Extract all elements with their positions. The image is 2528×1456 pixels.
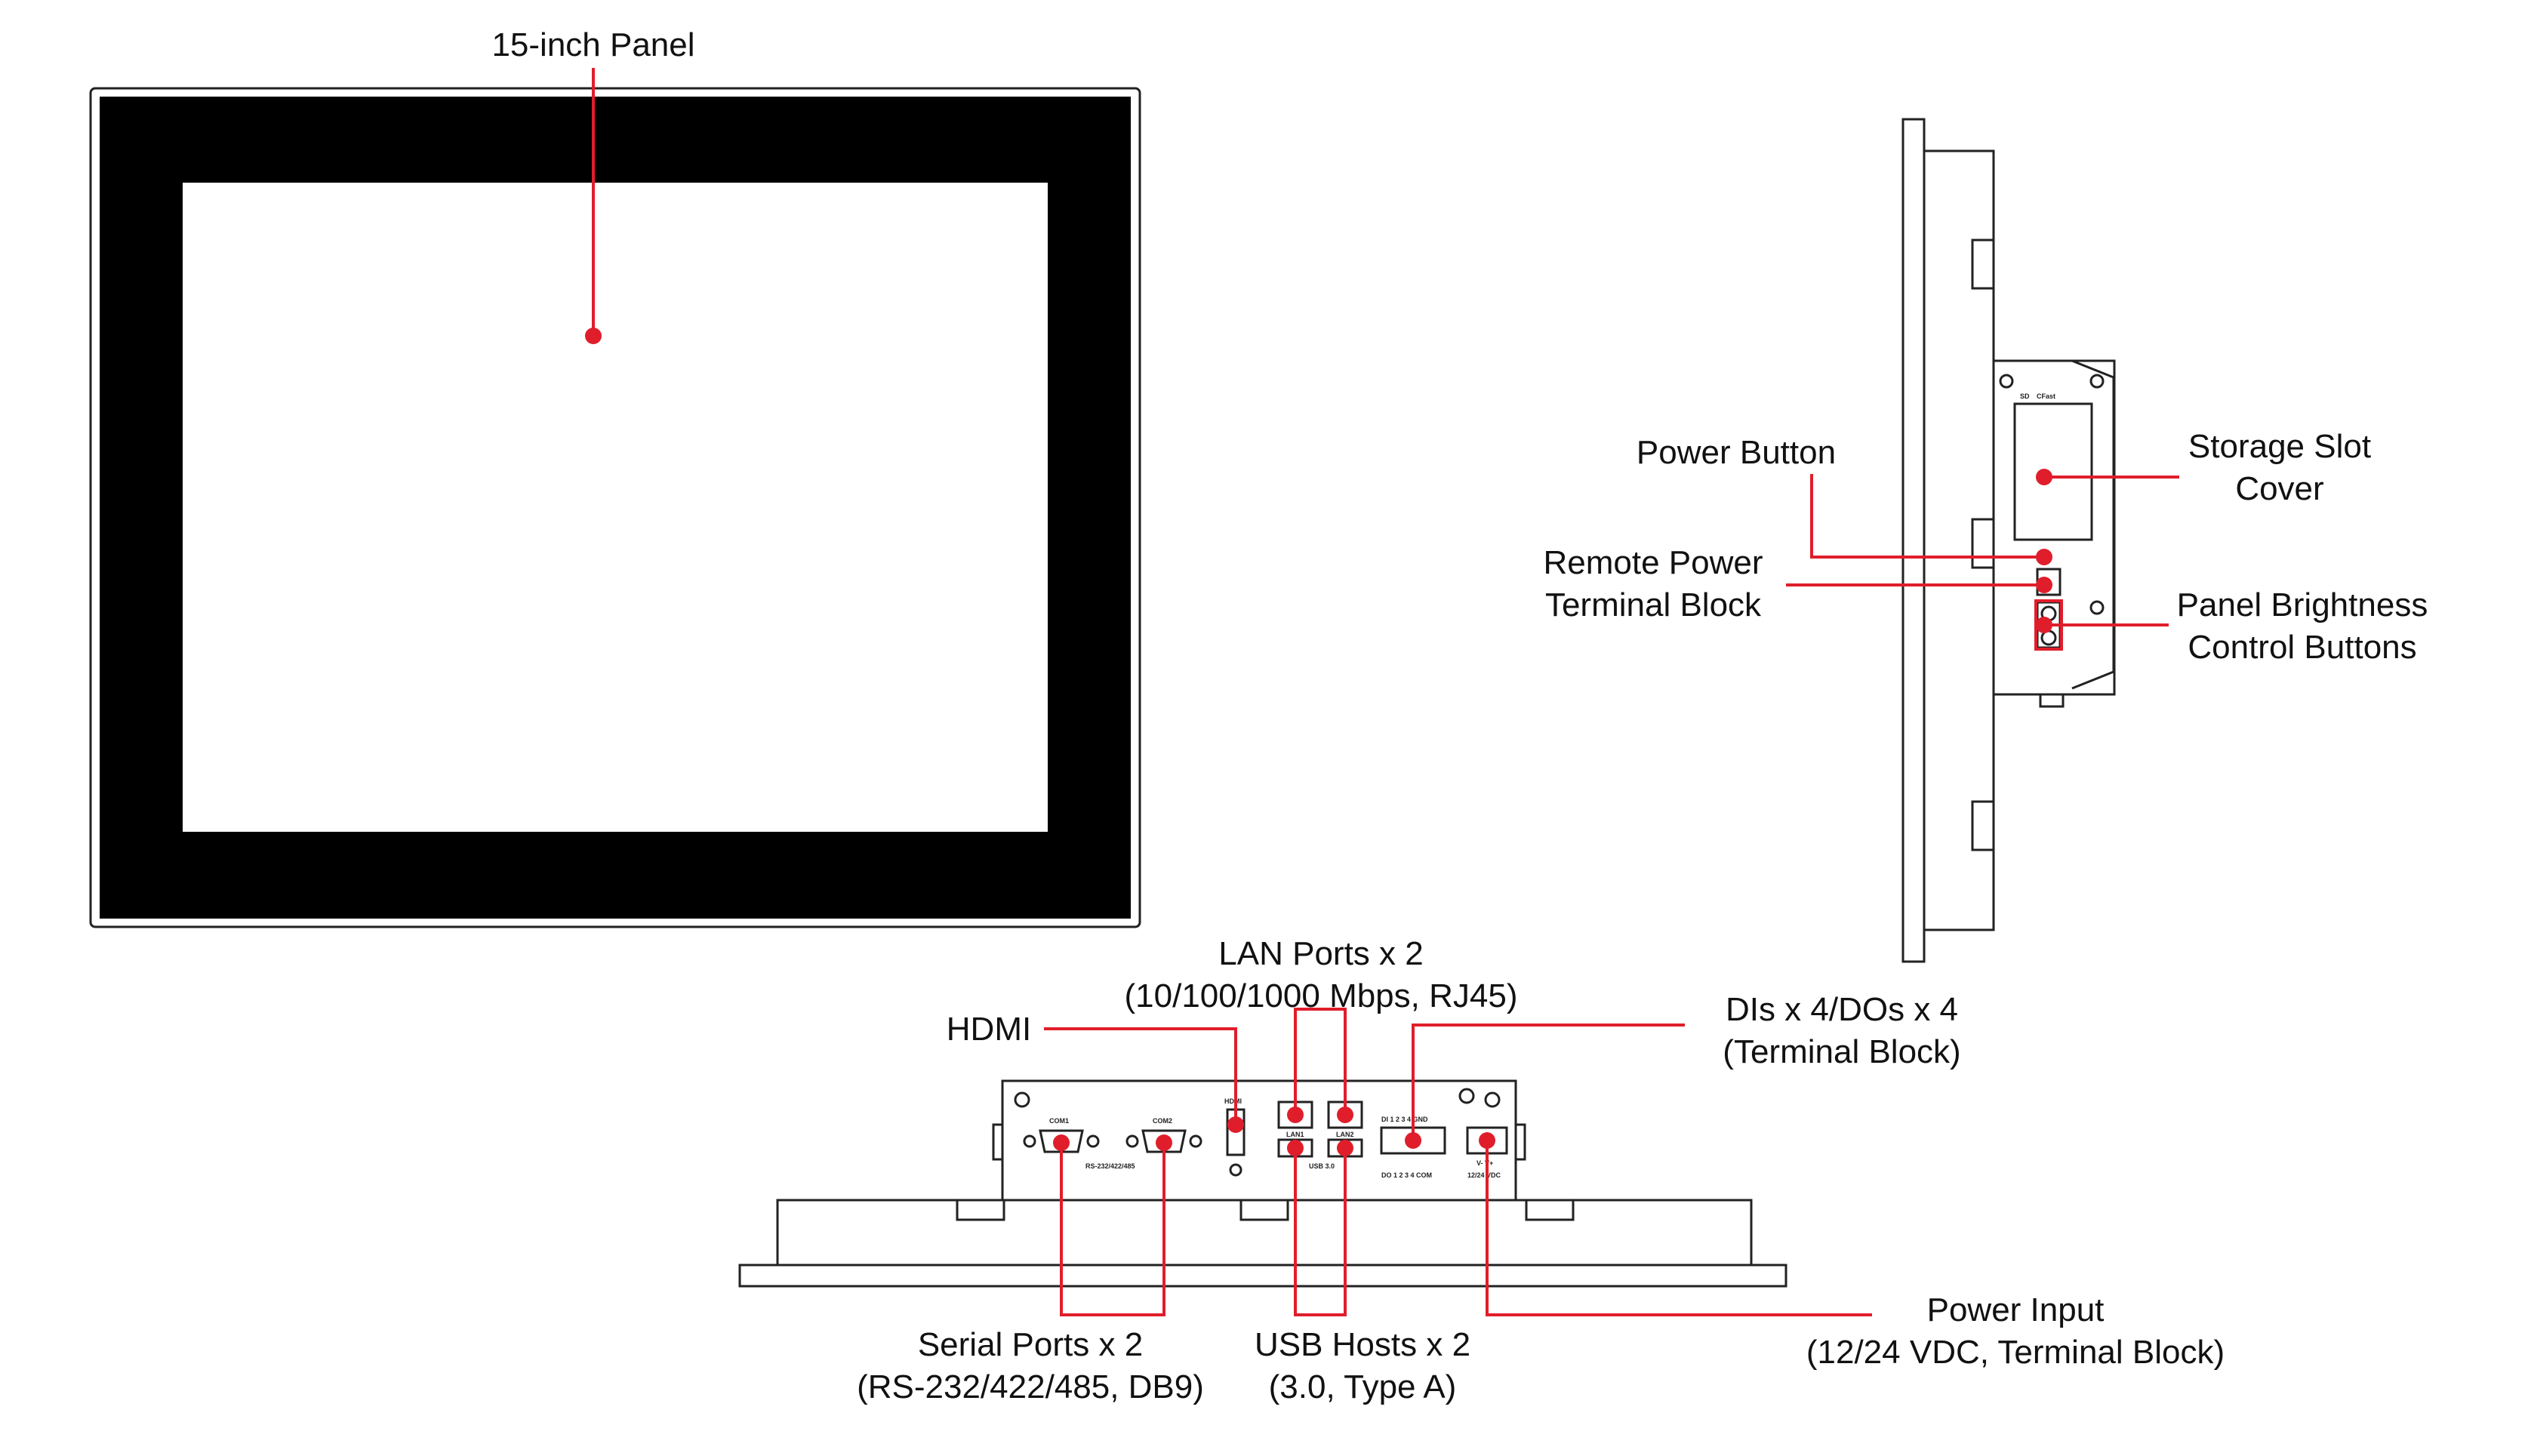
label-lan-line1: LAN Ports x 2 — [1218, 935, 1424, 972]
side-front-glass — [1901, 118, 1926, 963]
callout-lan-line — [1294, 1008, 1347, 1115]
lan2-label: LAN2 — [1336, 1131, 1354, 1138]
label-brightness-line1: Panel Brightness — [2176, 586, 2428, 623]
callout-power-input-dot — [1479, 1132, 1495, 1149]
bottom-bracket-2 — [1239, 1199, 1289, 1221]
label-storage-slot-line1: Storage Slot — [2188, 428, 2372, 465]
hdmi-screw — [1229, 1163, 1242, 1177]
callout-lan2-dot — [1337, 1107, 1353, 1123]
side-fin-top — [2071, 359, 2115, 690]
bottom-screw-1 — [1014, 1091, 1030, 1108]
label-serial-line2: (RS-232/422/485, DB9) — [857, 1368, 1204, 1405]
side-screw-3 — [2089, 600, 2105, 615]
label-brightness-line2: Control Buttons — [2188, 629, 2417, 666]
label-dio-line2: (Terminal Block) — [1723, 1033, 1961, 1070]
side-storage-cover — [2013, 402, 2093, 541]
label-storage-slot: Storage Slot Cover — [2159, 426, 2400, 510]
pwr-vdc-label: 12/24 VDC — [1467, 1171, 1501, 1179]
callout-usb1-dot — [1287, 1140, 1304, 1156]
side-screw-2 — [2089, 374, 2105, 389]
side-bracket-2 — [1971, 518, 1995, 569]
label-dio: DIs x 4/DOs x 4 (Terminal Block) — [1691, 989, 1993, 1073]
callout-lan1-dot — [1287, 1107, 1304, 1123]
bottom-front-glass — [738, 1264, 1787, 1288]
label-dio-line1: DIs x 4/DOs x 4 — [1725, 991, 1959, 1028]
side-foot — [2039, 693, 2065, 708]
callout-dio-dot — [1405, 1132, 1421, 1149]
com1-label: COM1 — [1049, 1117, 1069, 1125]
pwr-v-label: V- V+ — [1476, 1159, 1493, 1167]
com2-label: COM2 — [1153, 1117, 1172, 1125]
callout-dio-line — [1412, 1024, 1685, 1140]
label-brightness: Panel Brightness Control Buttons — [2151, 584, 2453, 669]
label-remote-power-line1: Remote Power — [1543, 544, 1763, 581]
bottom-knob-left — [992, 1123, 1004, 1161]
label-power-input-line1: Power Input — [1926, 1291, 2105, 1328]
side-view: SD CFast — [1901, 118, 2116, 963]
callouts — [585, 68, 2179, 1316]
label-serial: Serial Ports x 2 (RS-232/422/485, DB9) — [830, 1324, 1230, 1408]
callout-power-button-line — [1810, 474, 2044, 559]
callout-com2-dot — [1156, 1134, 1172, 1151]
bottom-knob-right — [1514, 1123, 1526, 1161]
callout-storage-dot — [2036, 469, 2052, 485]
side-cfast-label: CFast — [2037, 392, 2055, 400]
callout-remote-power-dot — [2036, 577, 2052, 593]
side-bracket-3 — [1971, 800, 1995, 851]
callout-serial-line — [1060, 1143, 1165, 1316]
label-panel: 15-inch Panel — [491, 26, 695, 63]
callout-usb2-dot — [1337, 1140, 1353, 1156]
rs-label: RS-232/422/485 — [1085, 1162, 1135, 1170]
label-remote-power: Remote Power Terminal Block — [1502, 542, 1804, 626]
callout-panel-dot — [585, 328, 602, 344]
callout-usb-line — [1294, 1148, 1347, 1316]
side-sd-label: SD — [2020, 392, 2030, 400]
callout-power-button-dot — [2036, 549, 2052, 565]
side-screw-1 — [1999, 374, 2014, 389]
label-power-input-line2: (12/24 VDC, Terminal Block) — [1806, 1334, 2225, 1371]
lan1-label: LAN1 — [1286, 1131, 1304, 1138]
label-lan-line2: (10/100/1000 Mbps, RJ45) — [1124, 977, 1518, 1014]
do-row-label: DO 1 2 3 4 COM — [1381, 1171, 1432, 1179]
label-power-input: Power Input (12/24 VDC, Terminal Block) — [1781, 1289, 2249, 1374]
di-row-label: DI 1 2 3 4 GND — [1381, 1116, 1428, 1123]
callout-hdmi-dot — [1227, 1116, 1244, 1133]
label-usb-line1: USB Hosts x 2 — [1254, 1326, 1471, 1363]
label-lan: LAN Ports x 2 (10/100/1000 Mbps, RJ45) — [1087, 933, 1555, 1017]
front-screen — [183, 183, 1048, 832]
label-usb-line2: (3.0, Type A) — [1268, 1368, 1457, 1405]
callout-hdmi-line — [1044, 1027, 1237, 1125]
callout-brightness-dot — [2036, 617, 2052, 633]
label-usb: USB Hosts x 2 (3.0, Type A) — [1223, 1324, 1502, 1408]
bottom-screw-2 — [1484, 1091, 1501, 1108]
label-storage-slot-line2: Cover — [2235, 470, 2324, 507]
label-remote-power-line2: Terminal Block — [1544, 586, 1762, 623]
label-power-button: Power Button — [1636, 434, 1837, 471]
hdmi-port-label: HDMI — [1224, 1097, 1242, 1105]
bottom-view: COM1 COM2 RS-232/422/485 HDMI LAN1 LAN2 … — [738, 1079, 1787, 1288]
usb-label: USB 3.0 — [1309, 1162, 1335, 1170]
callout-com1-dot — [1053, 1134, 1070, 1151]
label-hdmi: HDMI — [946, 1011, 1032, 1048]
bottom-bracket-1 — [956, 1199, 1005, 1221]
side-bracket-1 — [1971, 239, 1995, 290]
callout-power-input-line — [1486, 1140, 1872, 1316]
label-serial-line1: Serial Ports x 2 — [917, 1326, 1144, 1363]
front-view — [89, 87, 1141, 928]
bottom-screw-3 — [1458, 1088, 1475, 1104]
bottom-bracket-3 — [1525, 1199, 1575, 1221]
